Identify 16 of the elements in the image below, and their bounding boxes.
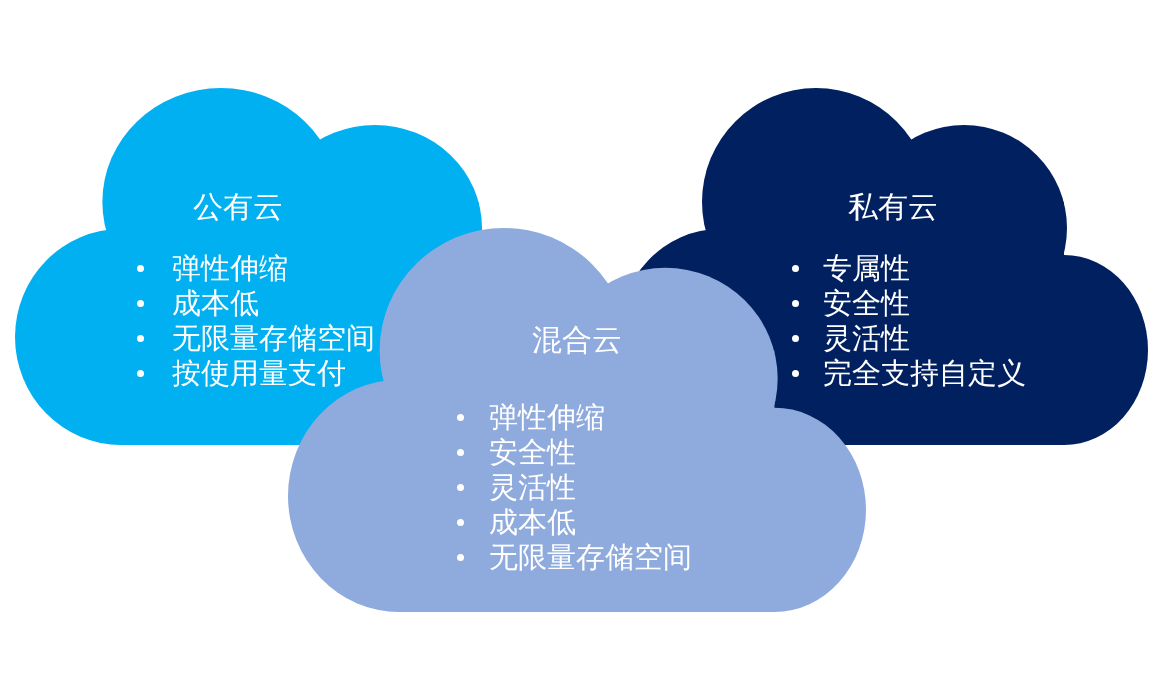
bullet-text: 灵活性	[823, 320, 910, 356]
bullet-text: 安全性	[823, 285, 910, 321]
bullet-text: 成本低	[172, 285, 259, 321]
bullet-text: 专属性	[823, 250, 910, 286]
bullet-text: 弹性伸缩	[172, 250, 288, 286]
bullet-text: 按使用量支付	[172, 355, 346, 391]
cloud-title: 公有云	[193, 189, 283, 225]
bullet-text: 完全支持自定义	[823, 355, 1026, 391]
cloud-title: 混合云	[532, 322, 622, 358]
bullet-text: 弹性伸缩	[489, 399, 605, 435]
bullet-text: 成本低	[489, 504, 576, 540]
bullet-text: 无限量存储空间	[489, 539, 692, 575]
cloud-title: 私有云	[848, 189, 938, 225]
bullet-text: 安全性	[489, 434, 576, 470]
bullet-text: 无限量存储空间	[172, 320, 375, 356]
bullet-text: 灵活性	[489, 469, 576, 505]
